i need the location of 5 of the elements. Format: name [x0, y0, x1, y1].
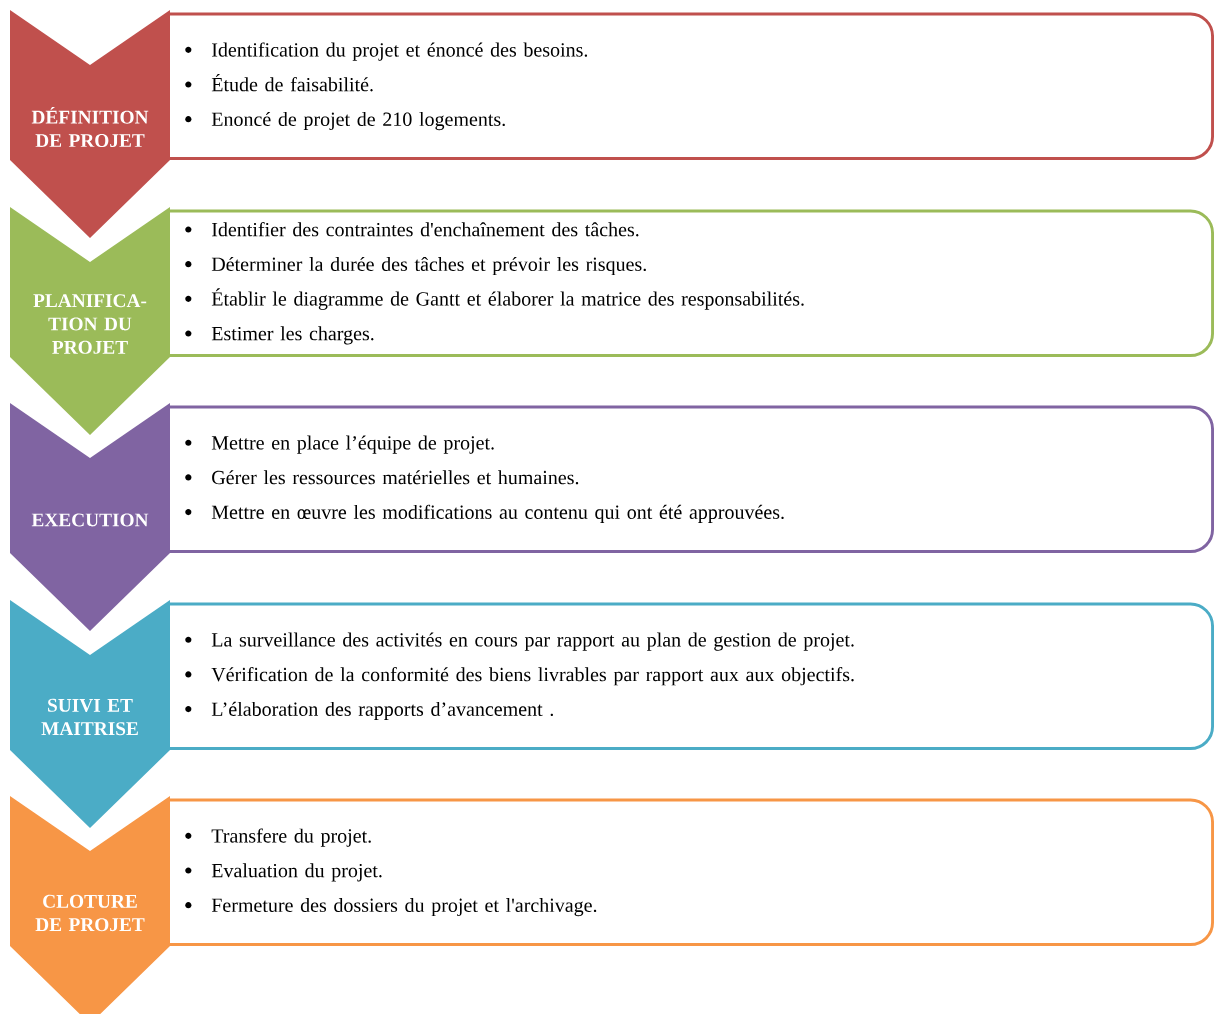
- step-box: Mettre en place l’équipe de projet. Gérer les ressources matérielles et humaines. Mettre en œuvre les modifications au contenu qui ont été approuvées.: [168, 405, 1214, 553]
- step-box: Identification du projet et énoncé des besoins. Étude de faisabilité. Enoncé de projet de 210 logements.: [168, 12, 1214, 160]
- step-box: Identifier des contraintes d'enchaînement des tâches. Déterminer la durée des tâches et prévoir les risques. Établir le diagramme de Gantt et élaborer la matrice des responsabilités. Estimer les charges.: [168, 209, 1214, 357]
- step-box: Transfere du projet. Evaluation du projet. Fermeture des dossiers du projet et l'archivage.: [168, 798, 1214, 946]
- step-box: La surveillance des activités en cours par rapport au plan de gestion de projet. Vérification de la conformité des biens livrables par rapport aux aux objectifs. L’élaboration des rapports d’avancement .: [168, 602, 1214, 750]
